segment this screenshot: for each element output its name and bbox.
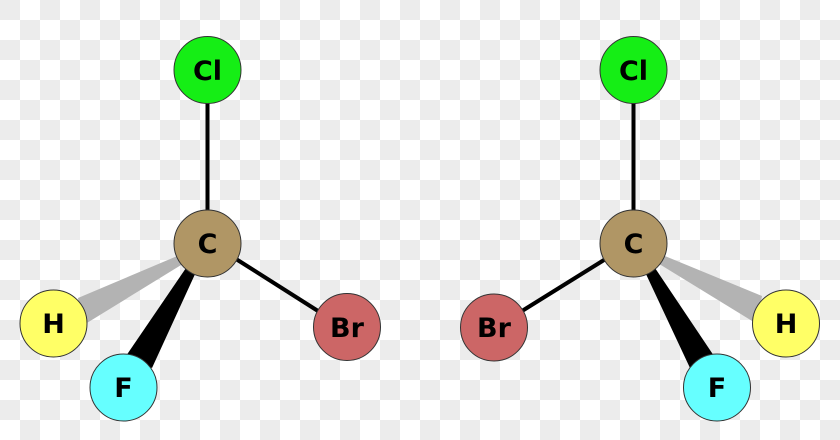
svg-text:Cl: Cl [193, 56, 222, 87]
atom-br-right: Br [460, 293, 528, 362]
atom-f-right: F [683, 353, 751, 422]
atom-cl-right: Cl [599, 36, 668, 104]
solid-wedge-c-f-left [126, 268, 196, 368]
right-molecule: C Cl Br H F [460, 36, 820, 422]
solid-wedge-c-f-right [645, 268, 714, 368]
svg-text:H: H [775, 309, 798, 340]
hashed-wedge-c-h-left [78, 254, 186, 326]
atom-c-left: C [173, 209, 242, 278]
atom-br-left: Br [313, 293, 381, 361]
left-molecule: C Cl H F Br [19, 36, 381, 422]
svg-text:C: C [624, 229, 644, 260]
svg-text:F: F [708, 373, 726, 404]
svg-text:Cl: Cl [619, 56, 648, 87]
svg-text:Br: Br [477, 313, 512, 344]
atom-cl-left: Cl [173, 36, 242, 104]
atom-f-left: F [89, 353, 158, 422]
atom-h-right: H [752, 289, 820, 358]
bond-c-br-right [520, 258, 606, 313]
atom-c-right: C [599, 209, 668, 278]
hashed-wedge-c-h-right [656, 254, 762, 324]
svg-text:F: F [114, 373, 132, 404]
bond-c-br-left [234, 257, 320, 313]
atom-h-left: H [19, 289, 88, 358]
svg-text:C: C [198, 229, 218, 260]
svg-text:Br: Br [330, 313, 365, 344]
svg-text:H: H [42, 309, 65, 340]
